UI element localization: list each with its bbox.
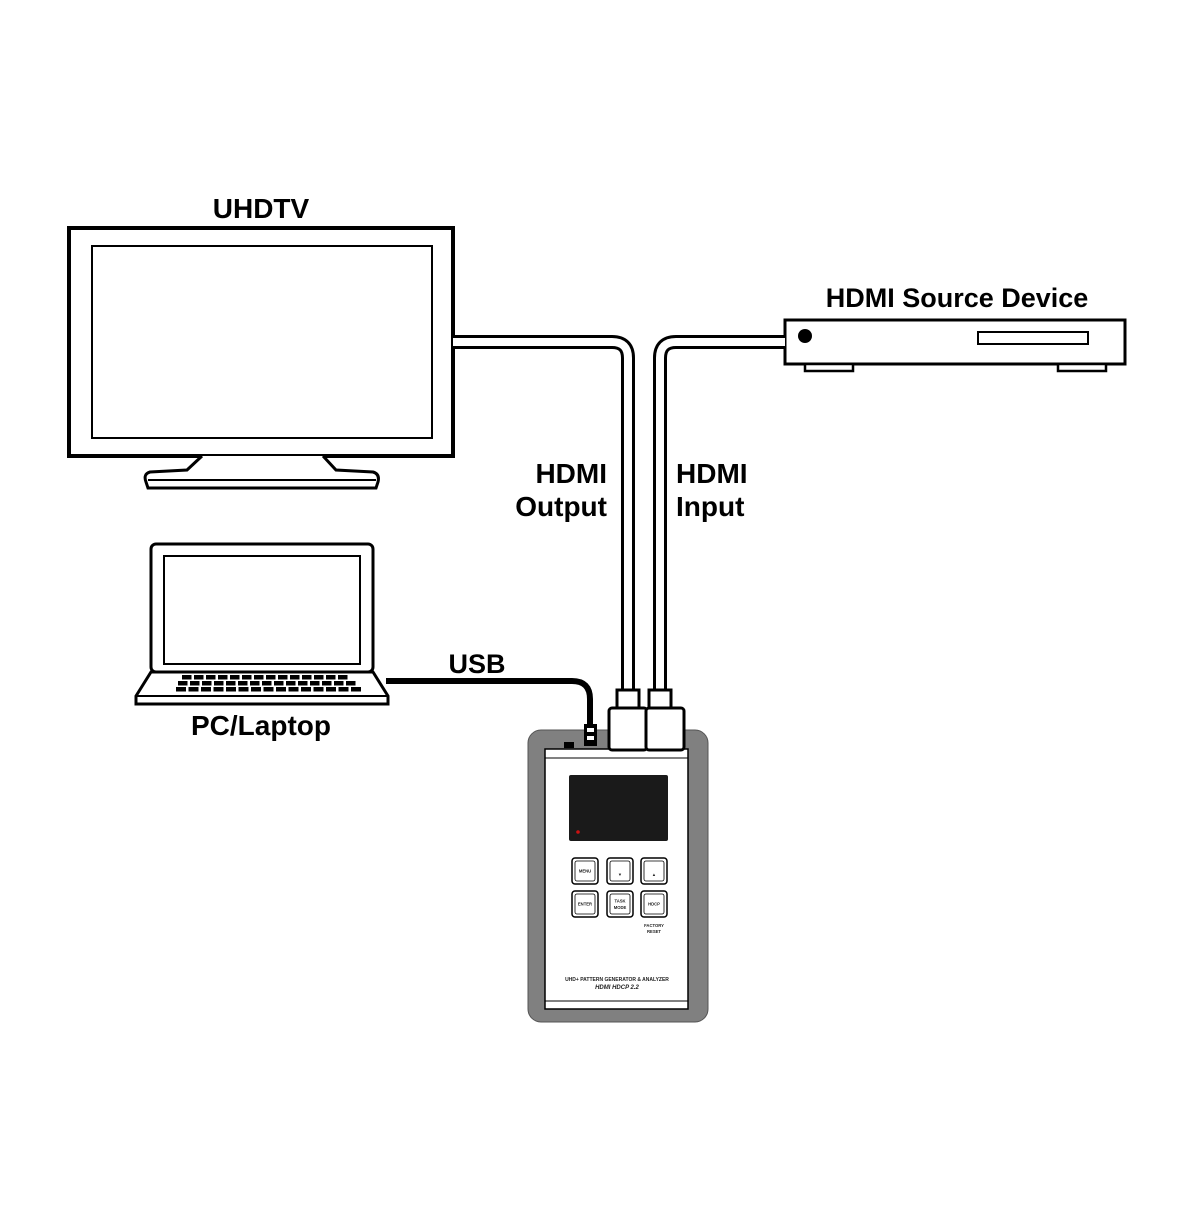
keyboard-key	[182, 675, 192, 680]
keyboard-key	[263, 687, 274, 692]
keyboard-key	[334, 681, 344, 686]
keyboard-key	[266, 675, 276, 680]
device-screen	[569, 775, 668, 841]
keyboard-key	[313, 687, 324, 692]
keyboard-key	[238, 681, 248, 686]
task-mode-button[interactable]: TASK MODE	[606, 890, 634, 918]
keyboard-key	[206, 675, 216, 680]
keyboard-key	[176, 687, 186, 692]
hdmi-input-label-line2: Input	[676, 491, 744, 522]
keyboard-key	[242, 675, 252, 680]
keyboard-key	[322, 681, 332, 686]
up-button[interactable]: ▲	[640, 857, 668, 885]
keyboard-key	[226, 681, 236, 686]
usb-plug-icon	[584, 724, 597, 746]
keyboard-key	[202, 681, 212, 686]
usb-label: USB	[448, 649, 505, 679]
tv-label: UHDTV	[213, 193, 310, 224]
pattern-generator-device: MENU ▼ ▲ ENTER TASK MODE HDCP	[527, 729, 709, 1023]
down-button[interactable]: ▼	[606, 857, 634, 885]
down-arrow-icon: ▼	[618, 872, 622, 877]
keyboard-key	[250, 681, 260, 686]
laptop-label: PC/Laptop	[191, 710, 331, 741]
keyboard-key	[218, 675, 228, 680]
keyboard-key	[213, 687, 224, 692]
laptop-icon	[134, 542, 390, 706]
keyboard-key	[188, 687, 199, 692]
hdmi-hdcp-logo-text: HDMI HDCP 2.2	[595, 985, 639, 991]
keyboard-key	[351, 687, 361, 692]
keyboard-key	[251, 687, 261, 692]
up-arrow-icon: ▲	[652, 872, 656, 877]
keyboard-key	[286, 681, 296, 686]
menu-button-label: MENU	[579, 869, 591, 874]
hdmi-output-cable	[453, 335, 635, 690]
keyboard-key	[254, 675, 264, 680]
usb-cable	[386, 678, 593, 726]
factory-reset-label-line2: RESET	[647, 929, 661, 934]
hdmi-output-plug-icon	[607, 688, 649, 752]
side-port-icon	[564, 742, 574, 748]
tv-icon	[67, 226, 455, 490]
keyboard-key	[338, 675, 348, 680]
keyboard-key	[314, 675, 324, 680]
keyboard-key	[346, 681, 356, 686]
keyboard-key	[278, 675, 288, 680]
keyboard-key	[310, 681, 320, 686]
keyboard-key	[178, 681, 188, 686]
keyboard-key	[226, 687, 236, 692]
task-mode-label-line2: MODE	[614, 905, 627, 910]
source-device-label: HDMI Source Device	[826, 283, 1089, 313]
keyboard-key	[326, 687, 336, 692]
keyboard-key	[190, 681, 200, 686]
hdmi-input-cable	[653, 335, 785, 690]
hdmi-input-plug-icon	[644, 688, 686, 752]
hdcp-button-label: HDCP	[648, 902, 660, 907]
keyboard-key	[290, 675, 300, 680]
hdmi-input-label-line1: HDMI	[676, 458, 748, 489]
keyboard-key	[274, 681, 284, 686]
keyboard-key	[298, 681, 308, 686]
hdmi-output-label-line1: HDMI	[535, 458, 607, 489]
keyboard-key	[238, 687, 249, 692]
hdcp-button[interactable]: HDCP	[640, 890, 668, 918]
enter-button-label: ENTER	[578, 902, 592, 907]
power-led	[576, 830, 580, 834]
keyboard-key	[276, 687, 286, 692]
hdmi-output-label-line2: Output	[515, 491, 607, 522]
menu-button[interactable]: MENU	[571, 857, 599, 885]
task-mode-label-line1: TASK	[614, 899, 625, 904]
keyboard-key	[338, 687, 349, 692]
set-top-box-icon	[783, 318, 1127, 373]
keyboard-key	[201, 687, 211, 692]
keyboard-key	[214, 681, 224, 686]
factory-reset-label-line1: FACTORY	[644, 923, 664, 928]
keyboard-key	[230, 675, 240, 680]
keyboard-icon	[176, 675, 361, 692]
keyboard-key	[301, 687, 311, 692]
keyboard-key	[194, 675, 204, 680]
keyboard-key	[288, 687, 299, 692]
keyboard-key	[302, 675, 312, 680]
product-name-text: UHD+ PATTERN GENERATOR & ANALYZER	[565, 977, 669, 983]
enter-button[interactable]: ENTER	[571, 890, 599, 918]
keyboard-key	[326, 675, 336, 680]
keyboard-key	[262, 681, 272, 686]
